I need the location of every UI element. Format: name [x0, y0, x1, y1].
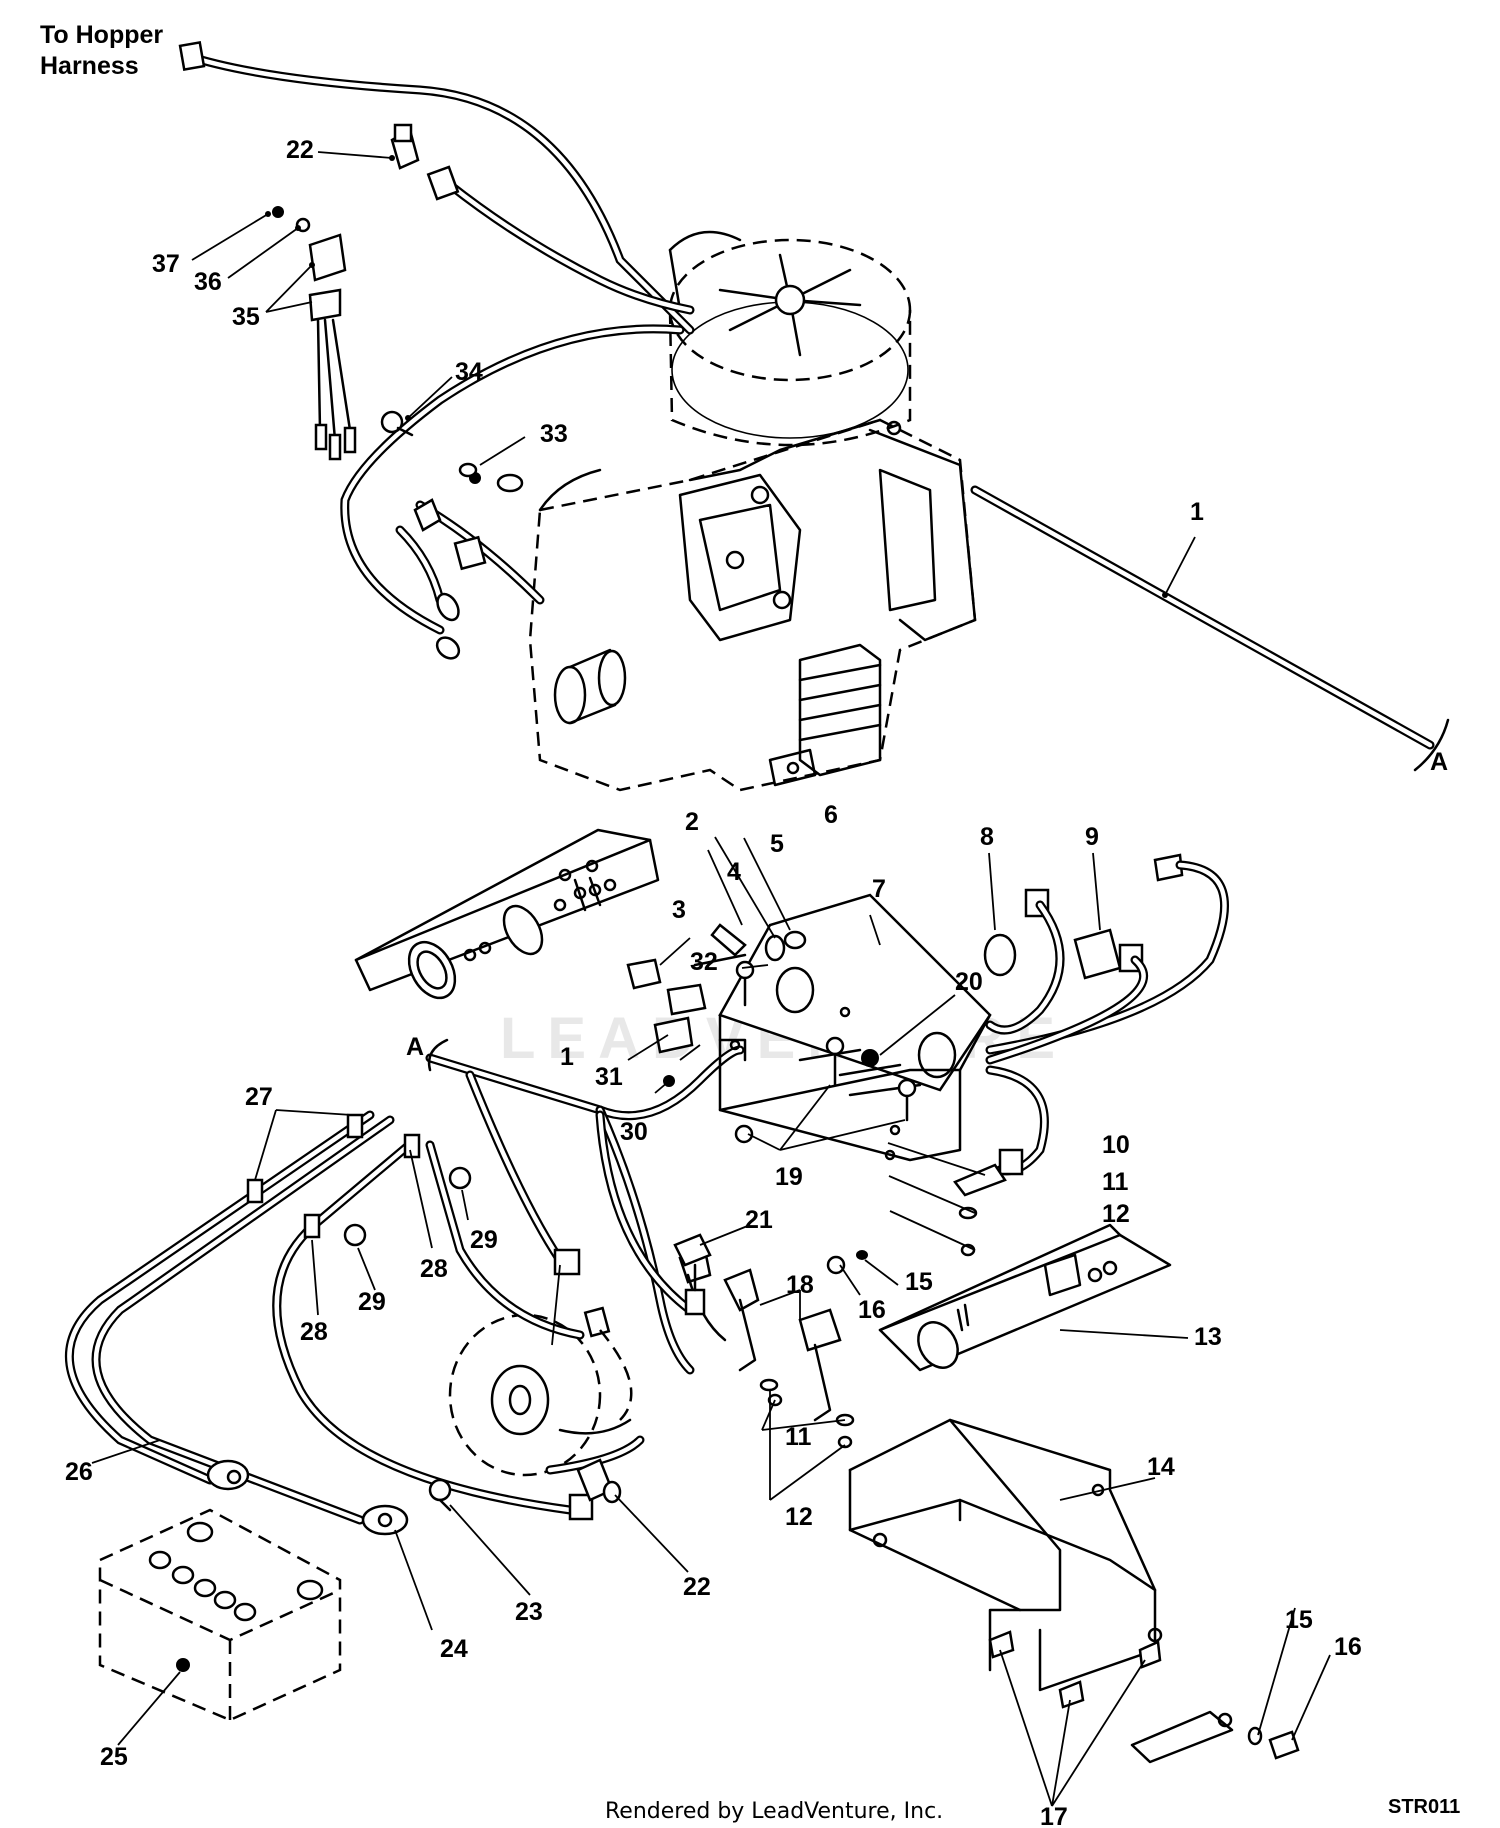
- callout-28-upper: 28: [420, 1255, 448, 1283]
- callout-15-mid: 15: [905, 1268, 933, 1296]
- callout-37: 37: [152, 250, 180, 278]
- callout-12-lower: 12: [785, 1503, 813, 1531]
- hopper-label-line2: Harness: [40, 52, 139, 80]
- mount-bracket-7: [718, 893, 992, 1162]
- callout-11-right: 11: [1102, 1168, 1129, 1196]
- footer-credit: Rendered by LeadVenture, Inc.: [605, 1799, 943, 1824]
- callout-11-lower: 11: [785, 1423, 812, 1451]
- callout-1-bottom: 1: [560, 1043, 574, 1071]
- callout-19: 19: [775, 1163, 803, 1191]
- callout-30: 30: [620, 1118, 648, 1146]
- battery-cables: [64, 1110, 622, 1536]
- callout-12-right: 12: [1102, 1200, 1130, 1228]
- starter-motor: [448, 1306, 645, 1477]
- callout-32: 32: [690, 948, 718, 976]
- hopper-label-line1: To Hopper: [40, 21, 163, 49]
- callout-34: 34: [455, 358, 483, 386]
- callout-3: 3: [672, 896, 686, 924]
- callout-16-lower: 16: [1334, 1633, 1362, 1661]
- leader-lines: [91, 151, 1331, 1807]
- bolts-19-32: [626, 958, 917, 1144]
- callout-9: 9: [1085, 823, 1099, 851]
- leader-arrowheads: [265, 155, 1168, 598]
- callout-31: 31: [595, 1063, 623, 1091]
- callout-20: 20: [955, 968, 983, 996]
- harness-1: [425, 485, 1450, 1375]
- callout-28-lower: 28: [300, 1318, 328, 1346]
- callout-labels: 22 37 36 35 34 33 1 2 3 4 5 6 7 8 9 32 2…: [65, 136, 1362, 1828]
- callout-18: 18: [786, 1271, 814, 1299]
- callout-1-top: 1: [1190, 498, 1204, 526]
- callout-23: 23: [515, 1598, 543, 1626]
- control-panel-13: [878, 1223, 1172, 1372]
- callout-29-lower: 29: [358, 1288, 386, 1316]
- callout-5: 5: [770, 830, 784, 858]
- hopper-harness-label: To Hopper Harness: [40, 21, 163, 80]
- callout-13: 13: [1194, 1323, 1222, 1351]
- relay-21: [673, 1233, 712, 1316]
- engine: [528, 230, 977, 792]
- callout-36: 36: [194, 268, 222, 296]
- engine-harness: [178, 40, 695, 660]
- callout-33: 33: [540, 420, 568, 448]
- bolt-34: [380, 410, 478, 478]
- switch-9: [985, 853, 1229, 1176]
- callout-24: 24: [440, 1635, 468, 1663]
- callout-6: 6: [824, 801, 838, 829]
- callout-16-mid: 16: [858, 1296, 886, 1324]
- wiring-connector-35: [272, 123, 420, 461]
- callout-17: 17: [1040, 1803, 1068, 1828]
- battery-tray-14: [848, 1418, 1300, 1764]
- callout-25: 25: [100, 1743, 128, 1771]
- callout-8: 8: [980, 823, 994, 851]
- match-marker-a-top: A: [1430, 748, 1448, 776]
- callout-4: 4: [727, 858, 741, 886]
- callout-22-bottom: 22: [683, 1573, 711, 1601]
- callout-29-upper: 29: [470, 1226, 498, 1254]
- callout-7: 7: [872, 875, 886, 903]
- drawing-code: STR011: [1388, 1796, 1460, 1818]
- callout-22-top: 22: [286, 136, 314, 164]
- control-panel-2: [354, 828, 660, 1000]
- callout-2: 2: [685, 808, 699, 836]
- switch-8: [983, 888, 1065, 1035]
- callout-14: 14: [1147, 1453, 1175, 1481]
- fasteners-4-5-6: [693, 923, 807, 967]
- callout-21: 21: [745, 1206, 773, 1234]
- callout-35: 35: [232, 303, 260, 331]
- callout-10: 10: [1102, 1131, 1130, 1159]
- match-marker-a-bottom: A: [406, 1033, 424, 1061]
- callout-15-lower: 15: [1285, 1606, 1313, 1634]
- fuse-holder-10: [953, 1163, 1007, 1257]
- switches-18: [678, 1248, 868, 1449]
- callout-26: 26: [65, 1458, 93, 1486]
- callout-27: 27: [245, 1083, 273, 1111]
- battery-25: [98, 1508, 342, 1722]
